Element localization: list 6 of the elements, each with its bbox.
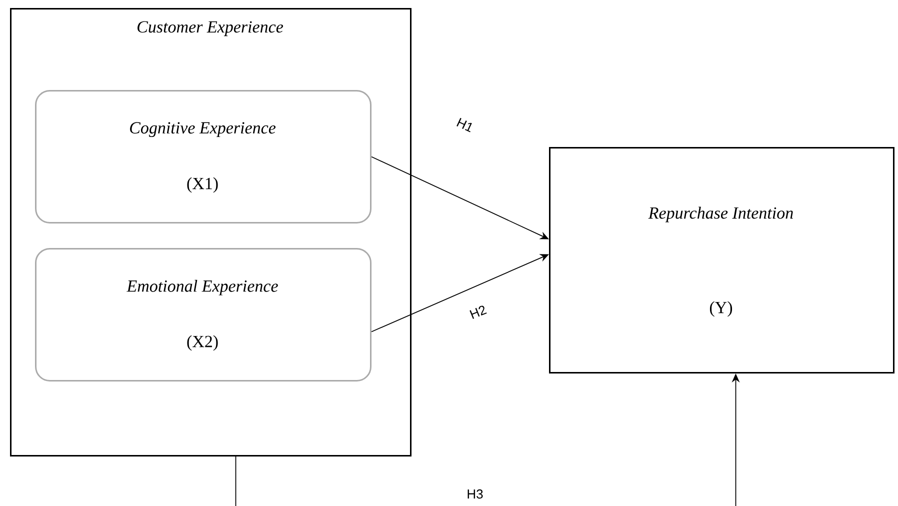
rounded-box: Cognitive Experience (X1): [35, 90, 372, 224]
construct-box: Repurchase Intention (Y): [549, 147, 894, 374]
edge-label: H1: [454, 116, 476, 134]
edge-label: H3: [466, 488, 484, 500]
edge-label: H2: [467, 303, 489, 321]
rounded-box: Emotional Experience (X2): [35, 248, 372, 382]
